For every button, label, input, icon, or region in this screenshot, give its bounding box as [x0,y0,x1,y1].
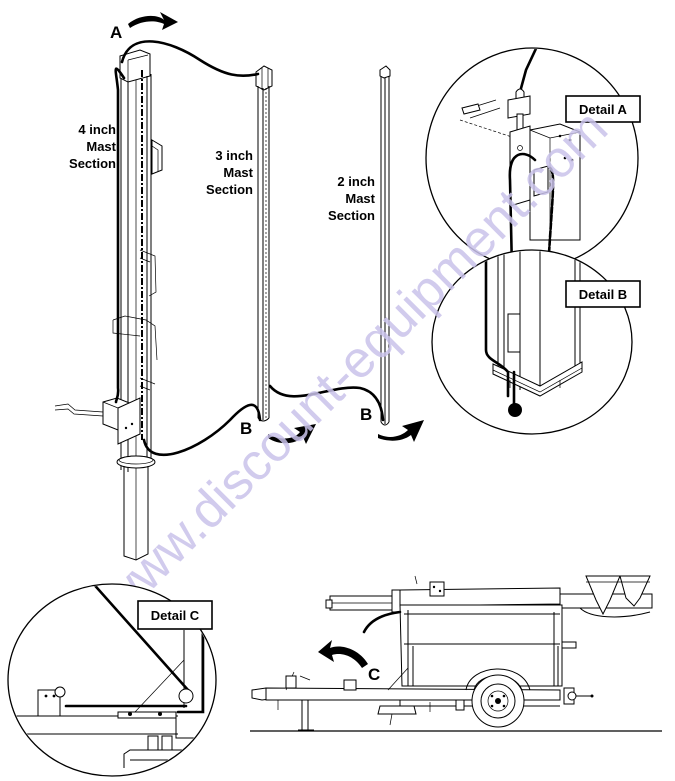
arrow-b1 [268,424,316,444]
detail-c-label-box [137,600,213,630]
svg-text:2 inch: 2 inch [337,174,375,189]
callout-b1: B [240,419,252,438]
svg-text:Section: Section [206,182,253,197]
svg-text:4 inch: 4 inch [78,122,116,137]
svg-text:Mast: Mast [223,165,253,180]
mast-4-inch [54,49,163,561]
label-4-inch-mast: 4 inch Mast Section [69,122,117,171]
callout-a: A [110,23,122,42]
svg-text:Mast: Mast [86,139,116,154]
mast-3-inch [255,65,273,422]
detail-c-label: Detail C [151,608,200,623]
svg-text:Section: Section [328,208,375,223]
label-2-inch-mast: 2 inch Mast Section [328,174,376,223]
svg-text:Mast: Mast [345,191,375,206]
detail-b-label: Detail B [579,287,627,302]
detail-a-label: Detail A [579,102,628,117]
callout-b2: B [360,405,372,424]
cable-bottom-4-to-3 [142,403,262,457]
mast-2-inch [379,65,391,426]
cable-top-a [120,40,260,78]
label-3-inch-mast: 3 inch Mast Section [206,148,254,197]
callout-c: C [368,665,380,684]
trailer-light-tower [250,575,662,732]
detail-b-label-box [565,280,641,308]
detail-c-circle [7,583,217,777]
svg-text:3 inch: 3 inch [215,148,253,163]
detail-a-label-box [565,95,641,123]
arrow-b2 [378,420,424,442]
svg-text:Section: Section [69,156,116,171]
arrow-a [128,12,178,30]
cable-bottom-3-to-2 [268,384,385,422]
